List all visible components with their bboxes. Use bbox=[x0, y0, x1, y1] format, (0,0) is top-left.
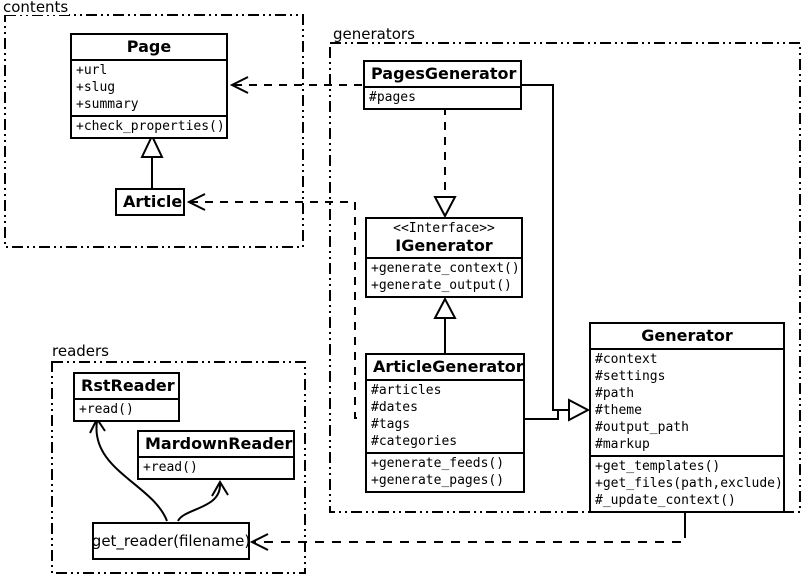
attribute: #markup bbox=[595, 437, 650, 452]
attribute: +slug bbox=[76, 80, 116, 95]
attribute: #theme bbox=[595, 403, 642, 418]
class-name: PagesGenerator bbox=[371, 64, 517, 83]
generalization-arrowhead-page bbox=[140, 133, 164, 158]
package-label-readers: readers bbox=[51, 342, 110, 360]
attribute: #dates bbox=[371, 400, 418, 415]
class-rst-reader: RstReader +read() bbox=[73, 372, 180, 422]
class-name: ArticleGenerator bbox=[373, 357, 524, 376]
attributes-compartment: #context #settings #path #theme #output_… bbox=[591, 348, 783, 455]
class-igenerator: <<Interface>> IGenerator +generate_conte… bbox=[365, 217, 523, 298]
attribute: #path bbox=[595, 386, 635, 401]
method: #_update_context() bbox=[595, 493, 736, 508]
attribute: #tags bbox=[371, 417, 411, 432]
class-name: RstReader bbox=[81, 376, 175, 395]
methods-compartment: +generate_context() +generate_output() bbox=[367, 257, 521, 296]
methods-compartment: +read() bbox=[75, 398, 178, 420]
methods-compartment: +check_properties() bbox=[72, 115, 226, 137]
edge-getreader-rstreader bbox=[95, 420, 168, 522]
generalization-arrowhead-generator bbox=[568, 398, 591, 422]
method: +generate_feeds() bbox=[371, 456, 505, 471]
method: +check_properties() bbox=[76, 119, 225, 134]
class-name: Article bbox=[123, 192, 183, 211]
edge-getreader-markdownreader bbox=[177, 483, 222, 522]
method: +generate_pages() bbox=[371, 473, 505, 488]
package-frame-readers bbox=[51, 361, 306, 574]
generalization-arrowhead-igenerator bbox=[433, 296, 457, 319]
attribute: #pages bbox=[369, 90, 416, 105]
dependency-arrowhead-page bbox=[229, 76, 249, 94]
stereotype-label: <<Interface>> bbox=[393, 221, 495, 236]
methods-compartment: +read() bbox=[139, 456, 293, 478]
attribute: #categories bbox=[371, 434, 458, 449]
attribute: +url bbox=[76, 63, 108, 78]
function-label: get_reader(filename) bbox=[91, 532, 251, 550]
package-label-contents: contents bbox=[2, 0, 70, 16]
dependency-arrowhead-getreader bbox=[249, 533, 269, 551]
arrowhead-markdownreader bbox=[211, 480, 229, 497]
attribute: #articles bbox=[371, 383, 442, 398]
class-pages-generator: PagesGenerator #pages bbox=[363, 60, 522, 110]
class-article-generator: ArticleGenerator #articles #dates #tags … bbox=[365, 353, 525, 493]
class-article: Article bbox=[115, 188, 185, 216]
method: +get_files(path,exclude) bbox=[595, 476, 783, 491]
method: +read() bbox=[79, 402, 134, 417]
methods-compartment: +get_templates() +get_files(path,exclude… bbox=[591, 455, 783, 511]
attribute: #settings bbox=[595, 369, 666, 384]
method: +get_templates() bbox=[595, 459, 721, 474]
edge-generator-getreader bbox=[254, 529, 686, 543]
method: +generate_output() bbox=[371, 278, 512, 293]
class-name: Generator bbox=[641, 326, 733, 345]
package-frame-generators bbox=[329, 42, 801, 513]
realization-arrowhead-igenerator bbox=[433, 196, 457, 219]
methods-compartment: +generate_feeds() +generate_pages() bbox=[367, 452, 523, 491]
method: +generate_context() bbox=[371, 261, 520, 276]
class-name: Page bbox=[126, 37, 172, 56]
class-generator: Generator #context #settings #path #them… bbox=[589, 322, 785, 513]
attribute: #output_path bbox=[595, 420, 689, 435]
attribute: #context bbox=[595, 352, 658, 367]
dependency-arrowhead-article bbox=[186, 193, 206, 211]
edge-articlegenerator-article bbox=[190, 201, 364, 419]
attributes-compartment: +url +slug +summary bbox=[72, 59, 226, 115]
package-frame-contents bbox=[4, 14, 304, 248]
method: +read() bbox=[143, 460, 198, 475]
function-get-reader: get_reader(filename) bbox=[92, 522, 250, 560]
class-page: Page +url +slug +summary +check_properti… bbox=[70, 33, 228, 139]
class-name: MardownReader bbox=[145, 434, 293, 453]
class-markdown-reader: MardownReader +read() bbox=[137, 430, 295, 480]
attributes-compartment: #articles #dates #tags #categories bbox=[367, 379, 523, 452]
attributes-compartment: #pages bbox=[365, 86, 520, 108]
edge-articlegenerator-generator bbox=[525, 410, 559, 420]
class-name: IGenerator bbox=[395, 236, 493, 255]
package-label-generators: generators bbox=[332, 25, 416, 43]
attribute: +summary bbox=[76, 97, 139, 112]
edge-pagesgenerator-generator bbox=[522, 84, 569, 411]
